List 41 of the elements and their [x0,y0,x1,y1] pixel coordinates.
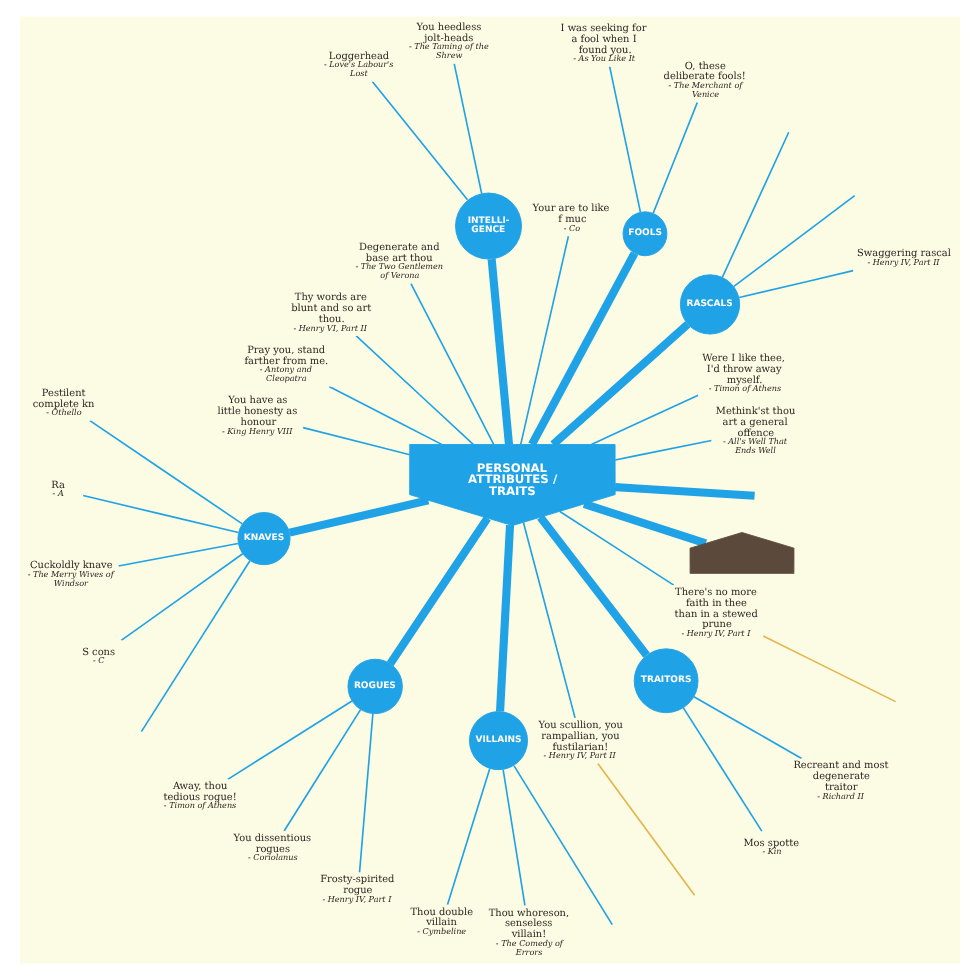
connector [738,269,854,299]
connector [328,385,443,446]
connector [519,235,570,446]
connector [140,559,251,733]
connector [614,439,713,461]
connector [386,516,491,667]
connector [513,765,614,926]
connector [762,635,897,703]
connector [283,708,362,832]
connector [614,483,755,500]
connector [522,521,576,719]
connector [446,767,491,906]
connector [355,335,475,446]
connector [453,62,483,195]
connector [89,419,244,525]
connector [82,494,240,534]
connector [496,524,515,712]
connector [410,282,495,446]
connector [682,706,763,833]
connector [537,514,650,658]
connector [733,194,856,288]
connector [117,542,239,567]
connector [597,762,696,897]
connector [608,65,642,213]
connector [550,321,691,448]
connector [590,394,700,446]
connector [502,769,526,907]
connector [226,700,353,781]
connector [528,251,639,447]
connector [559,510,675,586]
node-shield [689,532,795,574]
connector [358,713,374,874]
connector [288,496,430,537]
connector [693,695,803,760]
connector [120,552,244,642]
connector [721,131,790,278]
connector [302,426,411,456]
connector [652,101,699,214]
connector [582,500,708,548]
connector [371,80,469,201]
connector [487,258,514,445]
